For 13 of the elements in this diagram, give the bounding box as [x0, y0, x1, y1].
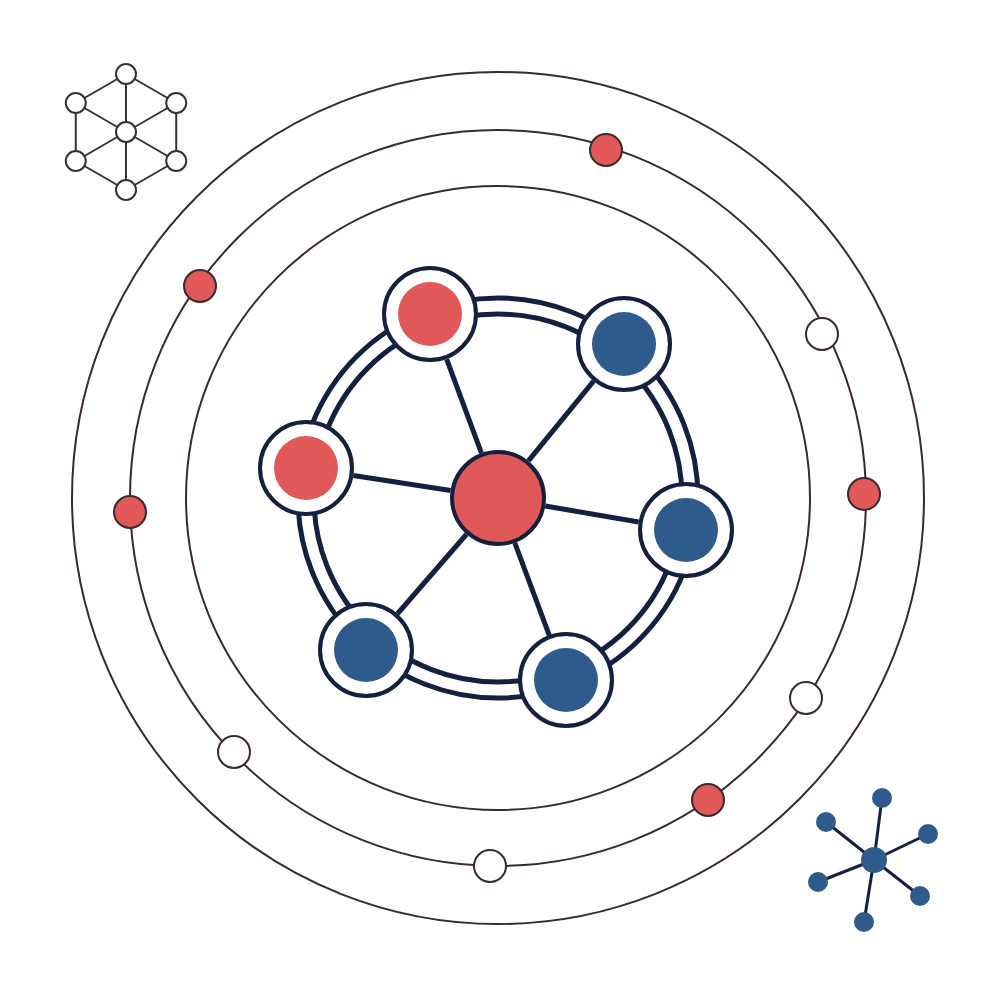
- network-node: [576, 296, 672, 392]
- connector-line: [512, 542, 552, 636]
- connector-line: [526, 379, 596, 463]
- connector-line: [444, 358, 484, 454]
- network-node: [382, 266, 478, 362]
- network-node: [638, 482, 734, 578]
- network-node: [318, 602, 414, 698]
- network-node: [518, 632, 614, 728]
- network-node: [258, 420, 354, 516]
- hub-node: [450, 450, 546, 546]
- connector-line: [353, 472, 451, 494]
- connector-line: [395, 532, 469, 616]
- connector-line: [544, 503, 640, 525]
